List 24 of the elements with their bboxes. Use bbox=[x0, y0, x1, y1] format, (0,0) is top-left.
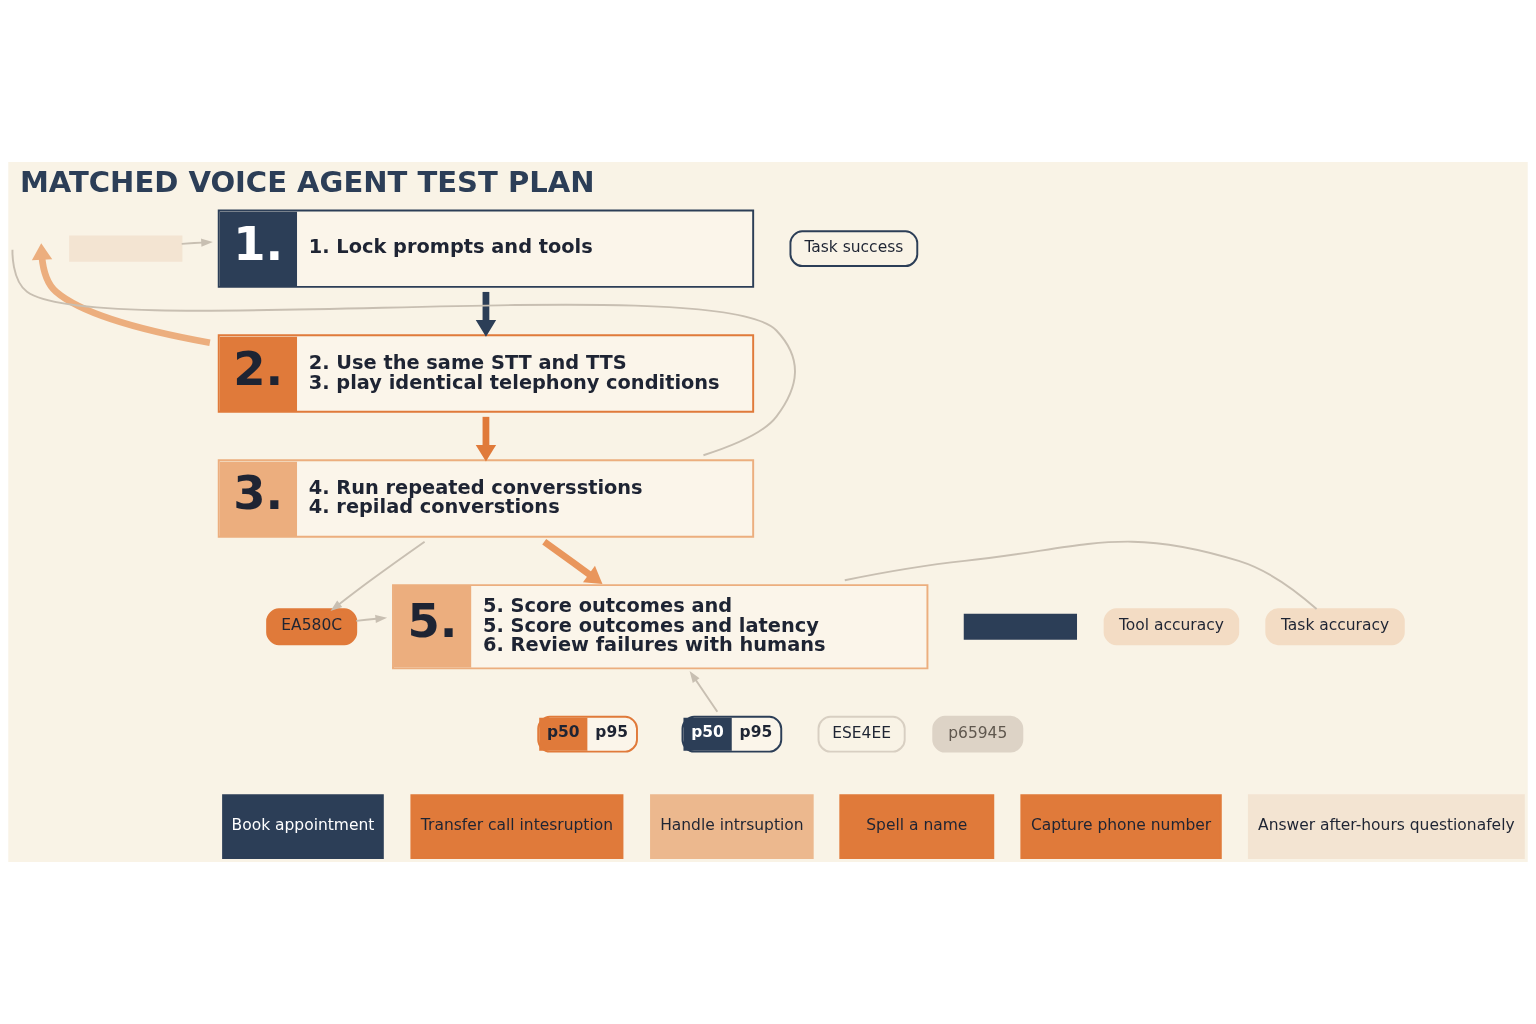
node-box: EA580C bbox=[266, 608, 358, 646]
node-box: Task accuracy bbox=[1265, 608, 1405, 646]
arrow bbox=[330, 540, 426, 611]
connector bbox=[843, 540, 1318, 610]
node-box: ESE4EE bbox=[817, 715, 906, 753]
node-box: Transfer call intesruption bbox=[410, 794, 624, 860]
arrow bbox=[31, 243, 211, 347]
connector bbox=[11, 248, 796, 457]
node-box: Handle intrsuption bbox=[650, 794, 814, 860]
node-bar bbox=[69, 235, 183, 262]
arrow bbox=[475, 291, 497, 337]
arrow bbox=[689, 670, 719, 713]
node-bar bbox=[963, 613, 1078, 640]
node-box: Spell a name bbox=[839, 794, 995, 860]
arrow bbox=[542, 538, 603, 584]
arrow bbox=[355, 614, 388, 623]
node-box: Book appointment bbox=[222, 794, 384, 860]
node-box: Tool accuracy bbox=[1103, 608, 1240, 646]
diagram-title: MATCHED VOICE AGENT TEST PLAN bbox=[19, 165, 595, 200]
arrow bbox=[180, 238, 213, 247]
node-box: p65945 bbox=[932, 715, 1024, 753]
arrow bbox=[475, 416, 497, 462]
node-box: Task success bbox=[789, 230, 919, 268]
node-box: Capture phone number bbox=[1020, 794, 1222, 860]
